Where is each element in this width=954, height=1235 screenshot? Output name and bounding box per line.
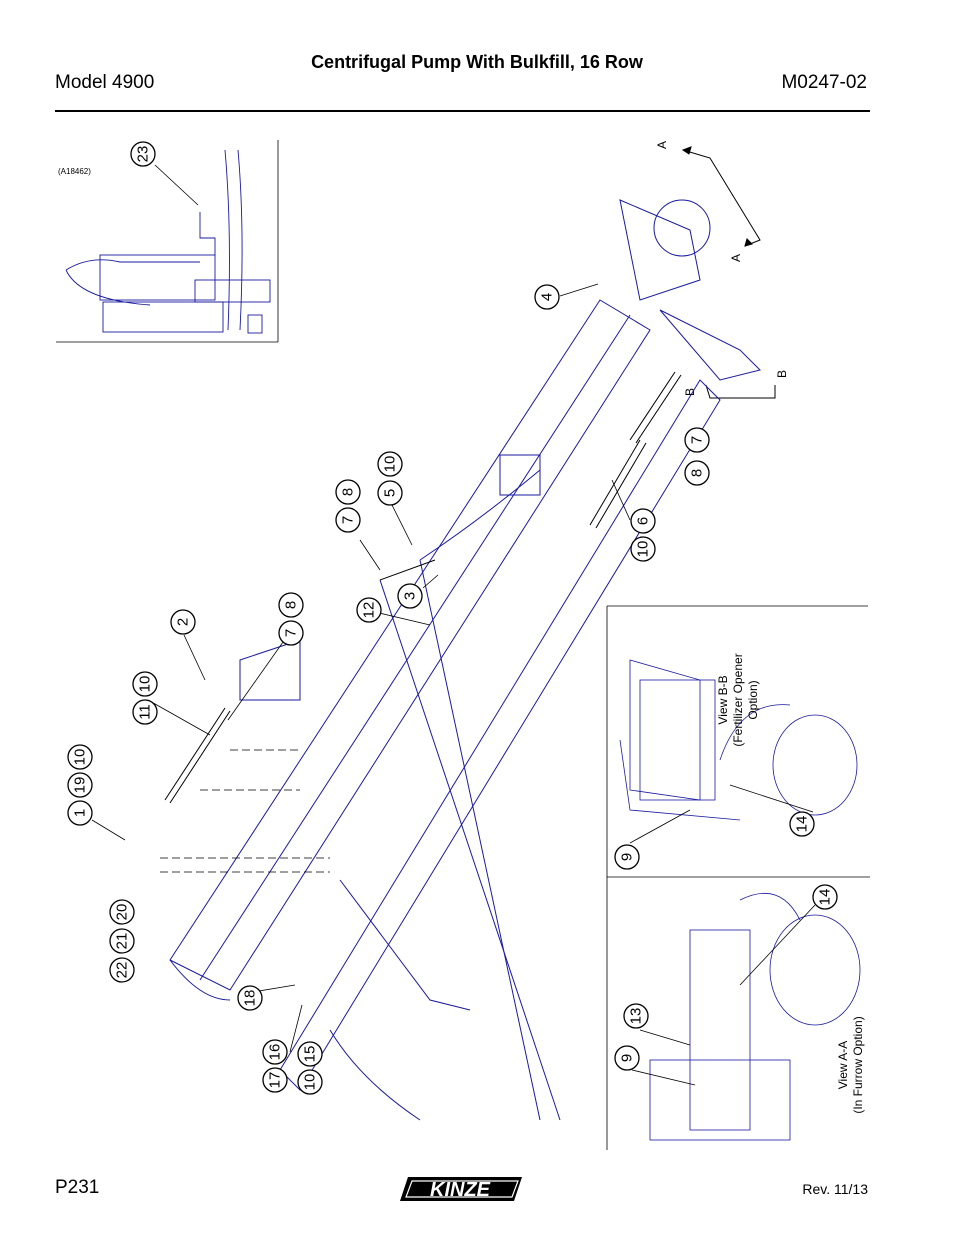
inset-detail — [56, 140, 279, 343]
svg-text:15: 15 — [302, 1046, 319, 1063]
callout-8a: 8 — [684, 460, 710, 486]
callout-7b: 7 — [335, 507, 361, 533]
page-title: Centrifugal Pump With Bulkfill, 16 Row — [311, 52, 643, 72]
svg-text:7: 7 — [340, 516, 357, 524]
callout-leaders — [91, 164, 816, 1086]
svg-text:5: 5 — [382, 489, 399, 497]
svg-text:14: 14 — [794, 816, 811, 833]
svg-text:10: 10 — [382, 456, 399, 473]
svg-text:3: 3 — [402, 592, 419, 600]
svg-text:8: 8 — [340, 488, 357, 496]
toolbar-frame — [169, 199, 761, 1121]
callout-16: 16 — [262, 1039, 288, 1065]
callout-10b: 10 — [377, 451, 403, 477]
section-a-label-top: A — [655, 141, 669, 149]
callout-18: 18 — [237, 985, 263, 1011]
callout-14a: 14 — [789, 811, 815, 837]
svg-text:10: 10 — [72, 749, 89, 766]
svg-text:23: 23 — [135, 146, 152, 163]
view-bb-line3: Option) — [746, 680, 760, 719]
view-bb-line1: View B-B — [716, 675, 730, 724]
svg-text:16: 16 — [267, 1044, 284, 1061]
callout-20: 20 — [109, 899, 135, 925]
callout-4: 4 — [534, 284, 560, 310]
svg-text:6: 6 — [635, 517, 652, 525]
header-divider — [55, 110, 870, 112]
callout-15: 15 — [297, 1041, 323, 1067]
callout-9a: 9 — [614, 844, 640, 870]
callout-10c: 10 — [132, 671, 158, 697]
svg-text:18: 18 — [242, 990, 259, 1007]
section-a-marker — [681, 146, 761, 247]
callout-8c: 8 — [278, 592, 304, 618]
svg-text:1: 1 — [72, 809, 89, 817]
svg-text:7: 7 — [689, 436, 706, 444]
callout-22: 22 — [109, 957, 135, 983]
section-b-label-right: B — [775, 370, 789, 378]
svg-text:10: 10 — [635, 541, 652, 558]
callout-13: 13 — [623, 1003, 649, 1029]
callout-8b: 8 — [335, 479, 361, 505]
svg-text:21: 21 — [114, 933, 131, 950]
svg-text:8: 8 — [689, 469, 706, 477]
callout-10d: 10 — [67, 744, 93, 770]
callout-9b: 9 — [614, 1045, 640, 1071]
model-label: Model 4900 — [55, 72, 155, 93]
svg-text:19: 19 — [72, 777, 89, 794]
callout-5: 5 — [377, 480, 403, 506]
callout-2: 2 — [170, 609, 196, 635]
view-bb-line2: (Fertilizer Opener — [731, 653, 745, 746]
hose-assemblies — [164, 371, 682, 804]
section-b-marker — [705, 384, 776, 399]
svg-text:KINZE: KINZE — [430, 1179, 491, 1201]
view-aa-line1: View A-A — [836, 1041, 850, 1089]
callout-23: 23 — [130, 141, 156, 167]
callout-12: 12 — [356, 597, 382, 623]
callout-10a: 10 — [630, 536, 656, 562]
svg-text:8: 8 — [283, 601, 300, 609]
svg-text:4: 4 — [539, 293, 556, 301]
section-a-label-bottom: A — [729, 254, 743, 262]
view-bb-panel — [606, 605, 870, 1150]
revision-label: Rev. 11/13 — [802, 1181, 868, 1197]
document-number: M0247-02 — [781, 72, 867, 93]
svg-text:14: 14 — [817, 889, 834, 906]
svg-text:2: 2 — [175, 618, 192, 626]
svg-text:10: 10 — [302, 1074, 319, 1091]
callout-7a: 7 — [684, 427, 710, 453]
svg-text:7: 7 — [283, 629, 300, 637]
callout-7c: 7 — [278, 620, 304, 646]
svg-text:11: 11 — [137, 704, 154, 720]
svg-text:10: 10 — [137, 676, 154, 693]
svg-text:20: 20 — [114, 904, 131, 921]
figure-id: (A18462) — [58, 167, 91, 176]
assembly-leaders — [160, 749, 330, 873]
page-number: P231 — [55, 1177, 100, 1198]
callout-17: 17 — [262, 1067, 288, 1093]
callout-10e: 10 — [297, 1069, 323, 1095]
callout-11: 11 — [132, 699, 158, 725]
section-b-label-left: B — [683, 388, 697, 396]
callout-3: 3 — [397, 583, 423, 609]
svg-text:12: 12 — [361, 602, 378, 619]
kinze-logo: KINZE — [400, 1177, 522, 1201]
svg-text:9: 9 — [619, 1054, 636, 1062]
callout-14b: 14 — [812, 884, 838, 910]
callout-6: 6 — [630, 508, 656, 534]
callout-19: 19 — [67, 772, 93, 798]
svg-text:22: 22 — [114, 962, 131, 979]
svg-text:13: 13 — [628, 1008, 645, 1025]
callout-21: 21 — [109, 928, 135, 954]
callout-1: 1 — [67, 800, 93, 826]
svg-text:17: 17 — [267, 1072, 284, 1089]
view-aa-line2: (In Furrow Option) — [851, 1016, 865, 1113]
svg-text:9: 9 — [619, 853, 636, 861]
